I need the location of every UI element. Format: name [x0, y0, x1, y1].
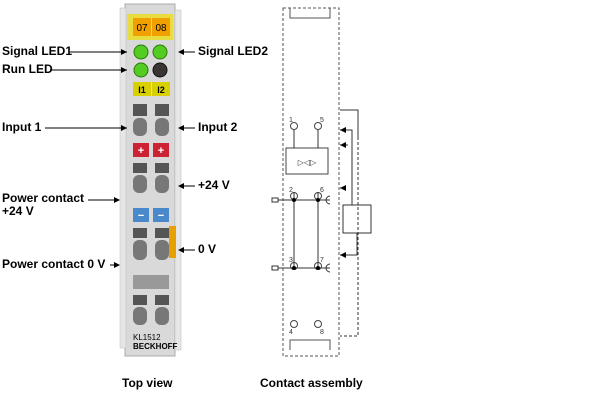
model-label: KL1512 [133, 333, 161, 342]
grey-block [133, 275, 169, 289]
svg-text:4: 4 [289, 329, 293, 336]
svg-text:2: 2 [289, 187, 293, 194]
input-contacts [133, 104, 169, 136]
signal-led1-label: Signal LED1 [2, 44, 73, 58]
badge-08 [152, 18, 170, 36]
svg-text:3: 3 [289, 257, 293, 264]
zero-v-contacts [133, 228, 169, 260]
optocoupler-box [285, 147, 329, 175]
bus-dashed [340, 137, 359, 337]
svg-text:1: 1 [289, 117, 293, 124]
bottom-contacts [133, 295, 169, 325]
svg-text:7: 7 [320, 257, 324, 264]
junction-dots [292, 198, 320, 270]
badge-i2 [152, 82, 170, 96]
badge-i1-text: I1 [138, 85, 146, 95]
signal-led1 [133, 44, 149, 60]
power-contact-24-label: Power contact +24 V [2, 191, 85, 218]
badge-07-text: 07 [136, 23, 148, 34]
top-notch [289, 8, 331, 350]
badge-07 [133, 18, 151, 36]
badge-i2-text: I2 [157, 85, 165, 95]
brand-label: BECKHOFF [133, 342, 178, 351]
svg-text:6: 6 [320, 187, 324, 194]
contact-number-labels: 1 5 2 6 3 7 4 8 [289, 117, 324, 336]
plus24-label: +24 V [198, 178, 230, 192]
blue-block-right [153, 208, 169, 222]
badge-08-text: 08 [155, 23, 167, 34]
svg-text:8: 8 [320, 329, 324, 336]
internal-wiring [278, 130, 330, 270]
plus24-contacts [133, 163, 169, 193]
dark-led [152, 62, 168, 78]
leader-lines [45, 51, 195, 266]
zero-v-label: 0 V [198, 242, 217, 256]
svg-text:5: 5 [320, 117, 324, 124]
zero-v-slider [169, 226, 176, 258]
power-stub-left-24 [271, 197, 279, 203]
power-contact-0-label: Power contact 0 V [2, 257, 106, 271]
signal-led2-label: Signal LED2 [198, 44, 269, 58]
blue-block-left [133, 208, 149, 222]
optocoupler-symbol: ▷◁▷ [298, 158, 317, 167]
leader-arrows [114, 49, 184, 268]
input2-label: Input 2 [198, 120, 238, 134]
badge-i1 [133, 82, 151, 96]
bus-box [342, 204, 372, 234]
contact-assembly-outline [282, 7, 340, 357]
signal-led2 [152, 44, 168, 60]
run-led [133, 62, 149, 78]
terminal-right-rail [174, 9, 182, 351]
top-view-caption: Top view [122, 376, 173, 390]
svg-text:+: + [158, 145, 164, 157]
run-led-label: Run LED [2, 62, 53, 76]
input1-label: Input 1 [2, 120, 42, 134]
red-block-right [153, 143, 169, 157]
svg-text:+: + [138, 145, 144, 157]
bus-arrows [340, 127, 346, 258]
contact-assembly-caption: Contact assembly [260, 376, 363, 390]
red-block-left [133, 143, 149, 157]
power-stub-right-24 [325, 195, 331, 205]
power-stub-right-0 [325, 263, 331, 273]
svg-text:−: − [138, 210, 144, 222]
svg-text:−: − [158, 210, 164, 222]
power-stub-left-0 [271, 265, 279, 271]
